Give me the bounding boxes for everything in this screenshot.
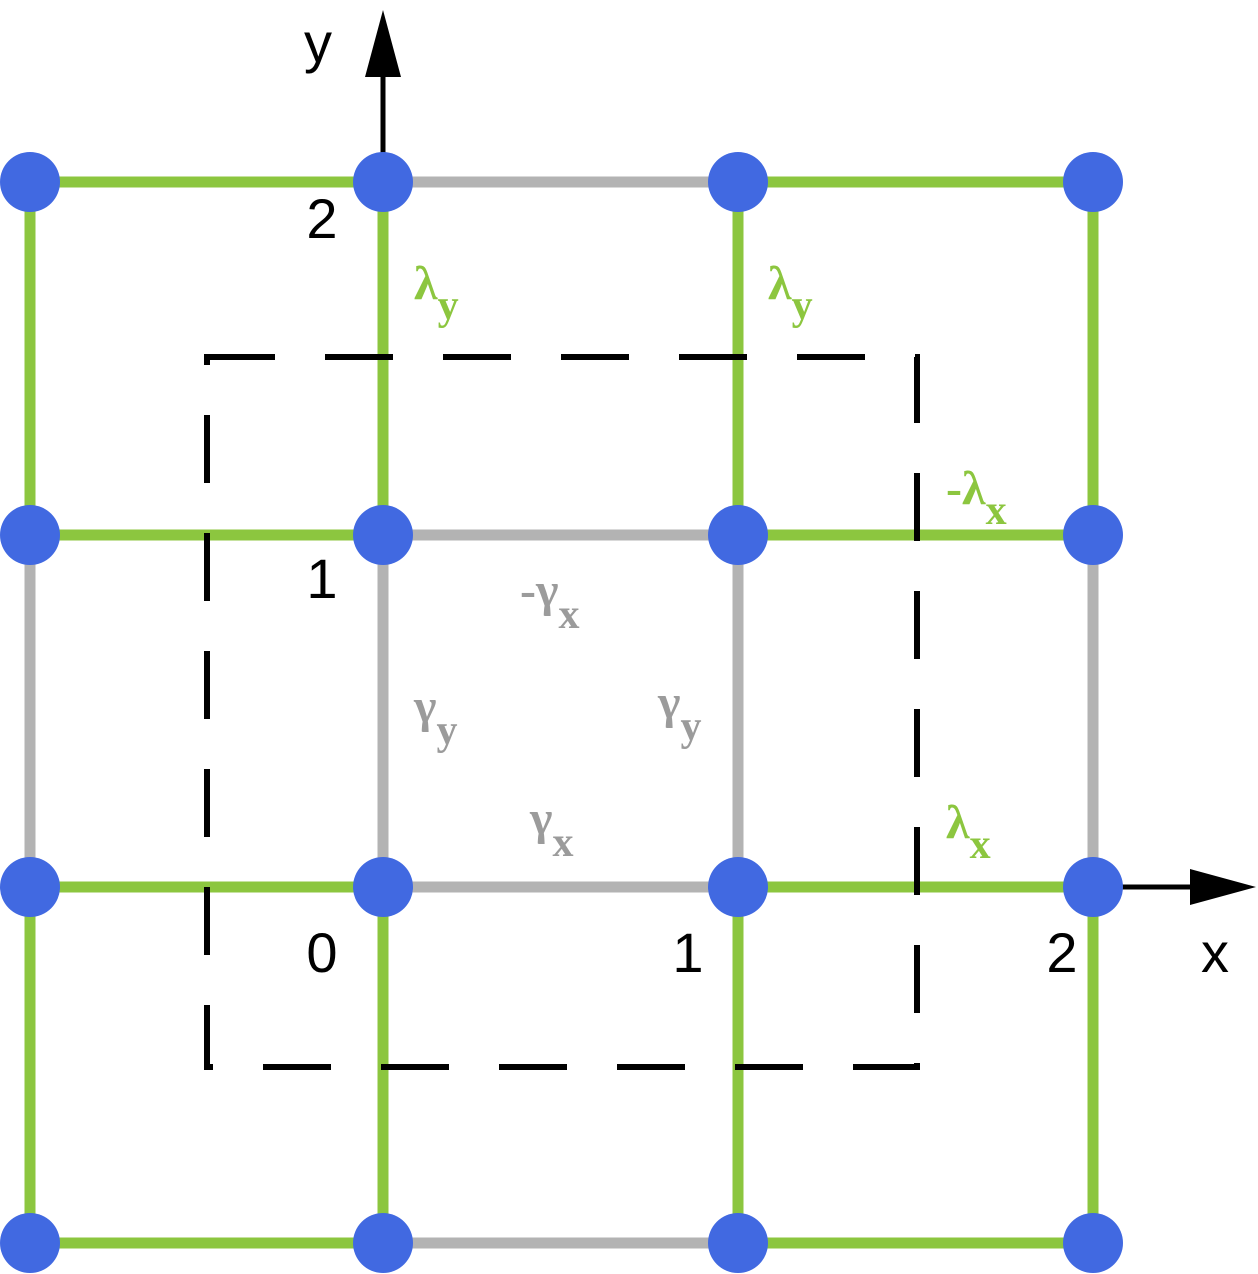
x-axis-label: x <box>1201 921 1229 984</box>
lattice-site <box>353 1213 413 1273</box>
lattice-site <box>353 152 413 212</box>
hopping-label-gamma-y-right: γy <box>657 676 701 750</box>
lattice-site <box>708 152 768 212</box>
lattice-site <box>1063 152 1123 212</box>
lattice-site <box>0 857 60 917</box>
y-axis-arrowhead <box>365 10 401 77</box>
lattice-site <box>1063 1213 1123 1273</box>
lattice-site <box>708 505 768 565</box>
lattice-site <box>353 505 413 565</box>
tick-label-x2: 2 <box>1046 921 1077 984</box>
unit-cell-border <box>204 354 920 1070</box>
lattice-site <box>0 152 60 212</box>
hopping-label-neg-lambda-x: -λx <box>946 462 1007 534</box>
tick-label-y2: 2 <box>306 187 337 250</box>
bonds-layer <box>24 176 1099 1249</box>
lattice-site <box>708 857 768 917</box>
hopping-label-gamma-x: γx <box>529 792 573 866</box>
hopping-label-gamma-y-left: γy <box>413 680 457 754</box>
y-axis-label: y <box>304 11 332 74</box>
hopping-label-lambda-x: λx <box>946 796 991 868</box>
tick-label-x1: 1 <box>672 921 703 984</box>
tick-label-y1: 1 <box>306 547 337 610</box>
hopping-label-lambda-y-left: λy <box>414 257 459 329</box>
lattice-site <box>1063 505 1123 565</box>
hopping-label-neg-gamma-x: -γx <box>520 564 579 638</box>
lattice-site <box>708 1213 768 1273</box>
hopping-label-lambda-y-right: λy <box>768 257 813 329</box>
tick-label-origin: 0 <box>306 921 337 984</box>
lattice-site <box>353 857 413 917</box>
sites-layer <box>0 152 1123 1273</box>
x-axis-arrowhead <box>1190 869 1256 905</box>
lattice-site <box>0 1213 60 1273</box>
lattice-site <box>0 505 60 565</box>
lattice-site <box>1063 857 1123 917</box>
